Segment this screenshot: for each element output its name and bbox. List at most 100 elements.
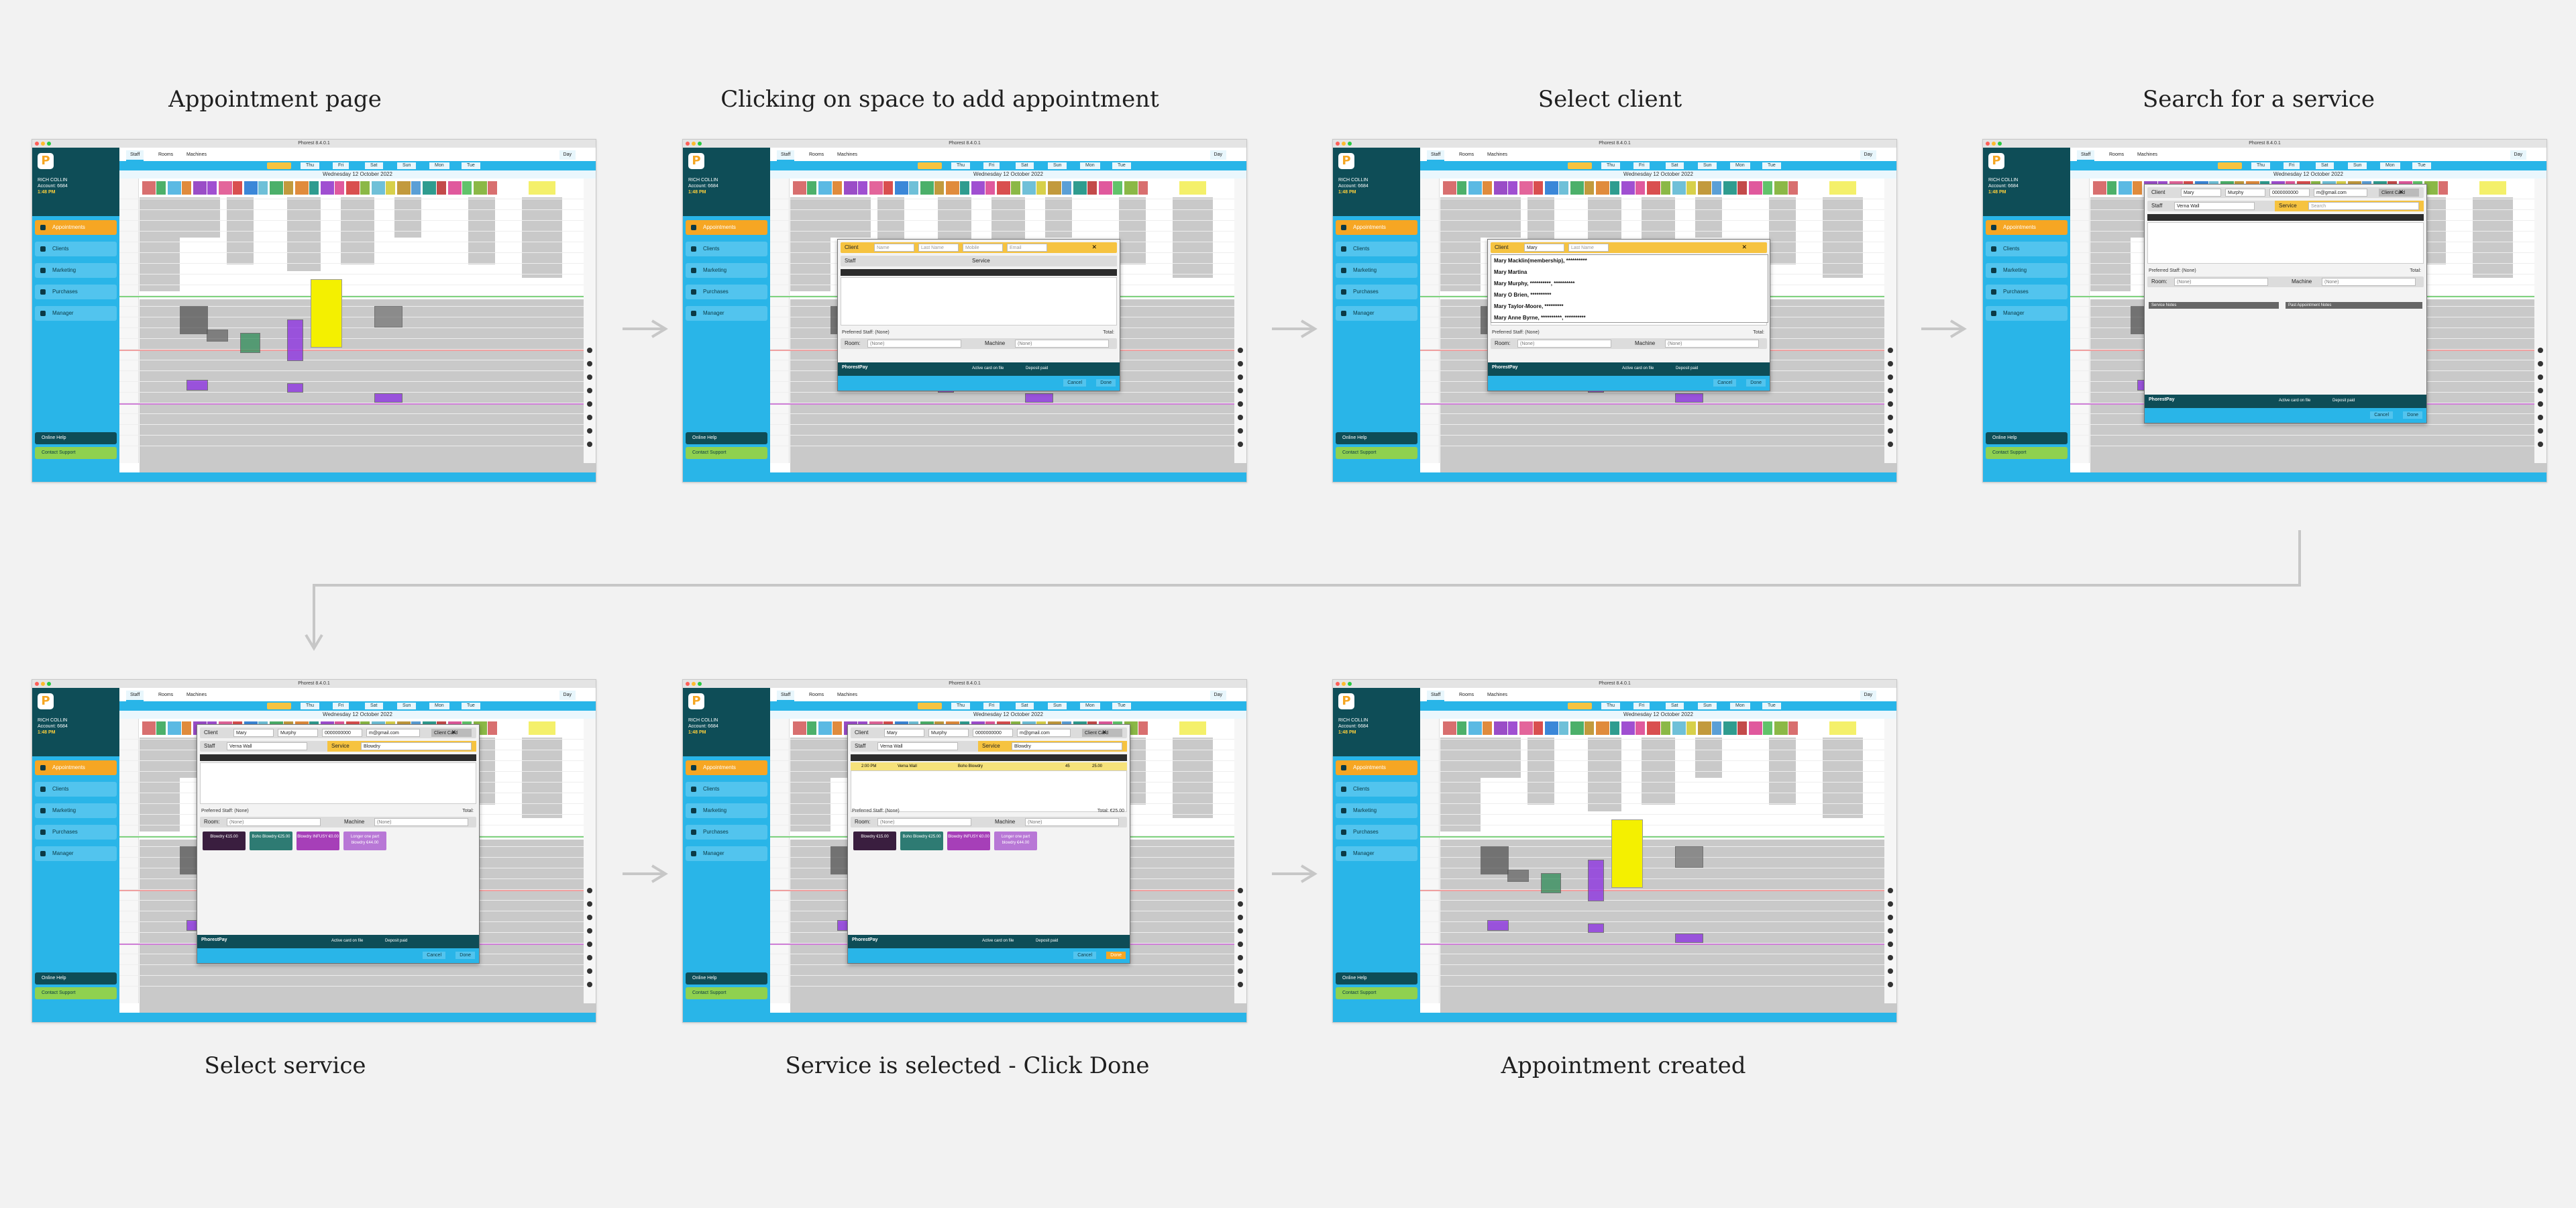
weekday-sat[interactable]: Sat xyxy=(1016,162,1034,169)
contact-support-button[interactable]: Contact Support xyxy=(1336,447,1417,459)
menu-marketing[interactable]: Marketing xyxy=(686,263,767,278)
menu-clients[interactable]: Clients xyxy=(686,782,767,797)
today-button[interactable] xyxy=(2218,162,2242,169)
staff-avatar[interactable] xyxy=(844,181,857,195)
clear-client-icon[interactable]: ✕ xyxy=(1102,729,1107,736)
tool-icon[interactable] xyxy=(587,915,592,920)
appointment-block[interactable] xyxy=(1487,920,1509,931)
tab-rooms[interactable]: Rooms xyxy=(158,693,174,697)
tool-icon[interactable] xyxy=(1238,915,1243,920)
first-name-input[interactable]: Name xyxy=(874,244,914,252)
appointment-block[interactable] xyxy=(287,383,303,393)
client-card-button[interactable]: Client Card xyxy=(2379,189,2419,197)
tool-icon[interactable] xyxy=(1238,442,1243,447)
staff-avatar[interactable] xyxy=(1596,181,1609,195)
clear-client-icon[interactable]: ✕ xyxy=(1091,244,1097,250)
tool-icon[interactable] xyxy=(587,901,592,907)
close-window-icon[interactable] xyxy=(35,142,39,146)
active-card-checkbox[interactable]: Active card on file xyxy=(982,939,1014,943)
appointment-block[interactable] xyxy=(1675,393,1703,403)
appointment-calendar[interactable] xyxy=(119,179,596,474)
staff-avatar[interactable] xyxy=(818,181,832,195)
minimize-window-icon[interactable] xyxy=(1342,682,1346,686)
email-input[interactable]: m@gmail.com xyxy=(2314,189,2367,197)
service-chip[interactable]: Longer one part blowdry €44.00 xyxy=(343,832,386,850)
tool-icon[interactable] xyxy=(1888,942,1893,947)
staff-avatar[interactable] xyxy=(1774,181,1788,195)
tool-icon[interactable] xyxy=(2538,428,2543,434)
appointment-block[interactable] xyxy=(1588,860,1604,901)
service-chip[interactable]: Blowdry €15.00 xyxy=(853,832,896,850)
tool-icon[interactable] xyxy=(587,428,592,434)
tool-icon[interactable] xyxy=(1888,928,1893,934)
tab-machines[interactable]: Machines xyxy=(1487,152,1507,157)
close-window-icon[interactable] xyxy=(1986,142,1990,146)
today-button[interactable] xyxy=(1568,162,1592,169)
appointment-yellow[interactable] xyxy=(311,279,342,348)
staff-avatar[interactable] xyxy=(244,181,258,195)
service-chip[interactable]: Blowdry INFUSY €0.00 xyxy=(297,832,339,850)
tool-icon[interactable] xyxy=(1238,361,1243,366)
last-name-input[interactable]: Murphy xyxy=(278,729,318,737)
maximize-window-icon[interactable] xyxy=(1348,682,1352,686)
appointment-block[interactable] xyxy=(1588,923,1604,933)
maximize-window-icon[interactable] xyxy=(47,682,51,686)
client-result-item[interactable]: Mary Macklin(membership), ********** xyxy=(1494,258,1587,264)
weekday-thu[interactable]: Thu xyxy=(951,162,971,169)
today-button[interactable] xyxy=(1568,703,1592,709)
weekday-fri[interactable]: Fri xyxy=(1633,162,1650,169)
staff-input[interactable]: Verna Wall xyxy=(877,742,958,750)
menu-appointments[interactable]: Appointments xyxy=(686,760,767,775)
weekday-tue[interactable]: Tue xyxy=(1112,162,1131,169)
staff-avatar[interactable] xyxy=(1749,721,1762,735)
first-name-input[interactable]: Mary xyxy=(1524,244,1564,252)
menu-purchases[interactable]: Purchases xyxy=(35,825,117,840)
appointment-block[interactable] xyxy=(287,319,303,361)
appointment-block[interactable] xyxy=(1541,873,1561,893)
menu-appointments[interactable]: Appointments xyxy=(1986,220,2068,235)
tab-staff[interactable]: Staff xyxy=(777,150,795,161)
tab-machines[interactable]: Machines xyxy=(186,152,207,157)
staff-avatar[interactable] xyxy=(1570,721,1584,735)
staff-avatar[interactable] xyxy=(818,721,832,735)
active-card-checkbox[interactable]: Active card on file xyxy=(972,366,1004,370)
tool-icon[interactable] xyxy=(1888,415,1893,420)
menu-clients[interactable]: Clients xyxy=(35,242,117,256)
room-select[interactable]: (None) xyxy=(227,818,321,826)
menu-marketing[interactable]: Marketing xyxy=(1336,263,1417,278)
tab-rooms[interactable]: Rooms xyxy=(809,152,824,157)
client-result-item[interactable]: Mary Anne Byrne, **********, ********** xyxy=(1494,315,1586,321)
weekday-tue[interactable]: Tue xyxy=(1762,703,1781,709)
mobile-input[interactable]: Mobile xyxy=(963,244,1003,252)
maximize-window-icon[interactable] xyxy=(1998,142,2002,146)
active-card-checkbox[interactable]: Active card on file xyxy=(2279,399,2311,403)
staff-avatar[interactable] xyxy=(1022,181,1036,195)
tool-icon[interactable] xyxy=(1238,888,1243,893)
staff-avatar[interactable] xyxy=(1519,181,1533,195)
staff-avatar[interactable] xyxy=(423,181,436,195)
last-name-input[interactable]: Last Name xyxy=(918,244,959,252)
done-button[interactable]: Done xyxy=(455,952,475,959)
menu-manager[interactable]: Manager xyxy=(1336,846,1417,861)
staff-avatar[interactable] xyxy=(2118,181,2132,195)
menu-manager[interactable]: Manager xyxy=(35,306,117,321)
staff-avatar[interactable] xyxy=(346,181,360,195)
maximize-window-icon[interactable] xyxy=(47,142,51,146)
maximize-window-icon[interactable] xyxy=(698,682,702,686)
weekday-tue[interactable]: Tue xyxy=(462,703,480,709)
menu-purchases[interactable]: Purchases xyxy=(1336,285,1417,299)
appointment-yellow[interactable] xyxy=(1611,819,1643,888)
online-help-button[interactable]: Online Help xyxy=(686,432,767,444)
staff-avatar[interactable] xyxy=(193,181,207,195)
weekday-mon[interactable]: Mon xyxy=(429,162,449,169)
first-name-input[interactable]: Mary xyxy=(884,729,924,737)
mobile-input[interactable]: 0000000000 xyxy=(322,729,362,737)
staff-avatar[interactable] xyxy=(2093,181,2106,195)
staff-avatar[interactable] xyxy=(1099,181,1112,195)
machine-select[interactable]: (None) xyxy=(374,818,468,826)
staff-avatar[interactable] xyxy=(1468,181,1482,195)
staff-avatar[interactable] xyxy=(1647,721,1660,735)
deposit-paid-checkbox[interactable]: Deposit paid xyxy=(1026,366,1049,370)
menu-clients[interactable]: Clients xyxy=(35,782,117,797)
weekday-mon[interactable]: Mon xyxy=(429,703,449,709)
